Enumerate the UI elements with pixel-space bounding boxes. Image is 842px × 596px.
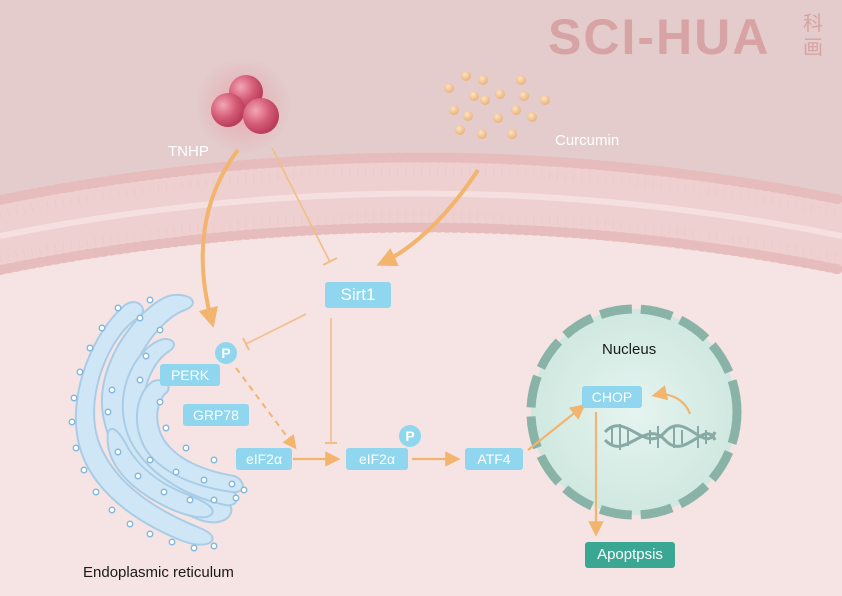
ribosome-dot	[162, 424, 170, 432]
ribosome-dot	[108, 386, 116, 394]
eif2a-phospho-badge: P	[399, 425, 421, 447]
ribosome-dot	[232, 494, 240, 502]
apoptosis-box: Apoptpsis	[585, 542, 675, 568]
ribosome-dot	[114, 448, 122, 456]
ribosome-dot	[86, 344, 94, 352]
ribosome-dot	[210, 496, 218, 504]
ribosome-dot	[240, 486, 248, 494]
nucleus-label: Nucleus	[602, 341, 657, 358]
er-label: Endoplasmic reticulum	[83, 564, 234, 581]
ribosome-dot	[92, 488, 100, 496]
cell-membrane	[0, 152, 842, 275]
ribosome-dot	[210, 456, 218, 464]
ribosome-dot	[114, 304, 122, 312]
ribosome-dot	[146, 530, 154, 538]
atf4-box: ATF4	[465, 448, 523, 470]
nucleus-shape	[526, 304, 742, 520]
ribosome-dot	[98, 324, 106, 332]
ribosome-dot	[210, 542, 218, 550]
ribosome-dot	[72, 444, 80, 452]
ribosome-dot	[136, 314, 144, 322]
ribosome-dot	[182, 444, 190, 452]
ribosome-dot	[70, 394, 78, 402]
curcumin-label: Curcumin	[555, 132, 620, 149]
ribosome-dot	[228, 480, 236, 488]
ribosome-dot	[186, 496, 194, 504]
ribosome-dot	[146, 296, 154, 304]
perk-box: PERK	[160, 364, 220, 386]
ribosome-dot	[126, 520, 134, 528]
ribosome-dot	[134, 472, 142, 480]
ribosome-dot	[146, 456, 154, 464]
ribosome-dot	[156, 398, 164, 406]
sci-hua-logo-chinese: 科画	[803, 13, 823, 59]
chop-box: CHOP	[582, 386, 642, 408]
sci-hua-logo: SCI-HUA	[548, 9, 771, 65]
sirt1-box: Sirt1	[325, 282, 391, 308]
ribosome-dot	[108, 506, 116, 514]
ribosome-dot	[200, 476, 208, 484]
ribosome-dot	[76, 368, 84, 376]
ribosome-dot	[104, 408, 112, 416]
eif2a-phospho-box: eIF2α	[346, 448, 408, 470]
tnhp-nanoparticles	[195, 58, 291, 154]
endoplasmic-reticulum	[74, 293, 244, 546]
ribosome-dot	[136, 376, 144, 384]
ribosome-dot	[160, 488, 168, 496]
pathway-arrows	[198, 147, 692, 537]
ribosome-dot	[80, 466, 88, 474]
ribosome-dot	[168, 538, 176, 546]
ribosome-dot	[190, 544, 198, 552]
curcumin-particles	[444, 71, 550, 139]
ribosome-dot	[142, 352, 150, 360]
grp78-box: GRP78	[183, 404, 249, 426]
ribosome-dot	[172, 468, 180, 476]
eif2a-box: eIF2α	[236, 448, 292, 470]
ribosome-dot	[156, 326, 164, 334]
ribosome-dot	[68, 418, 76, 426]
perk-phospho-badge: P	[215, 342, 237, 364]
dna-helix	[603, 424, 717, 450]
tnhp-label: TNHP	[168, 143, 209, 160]
